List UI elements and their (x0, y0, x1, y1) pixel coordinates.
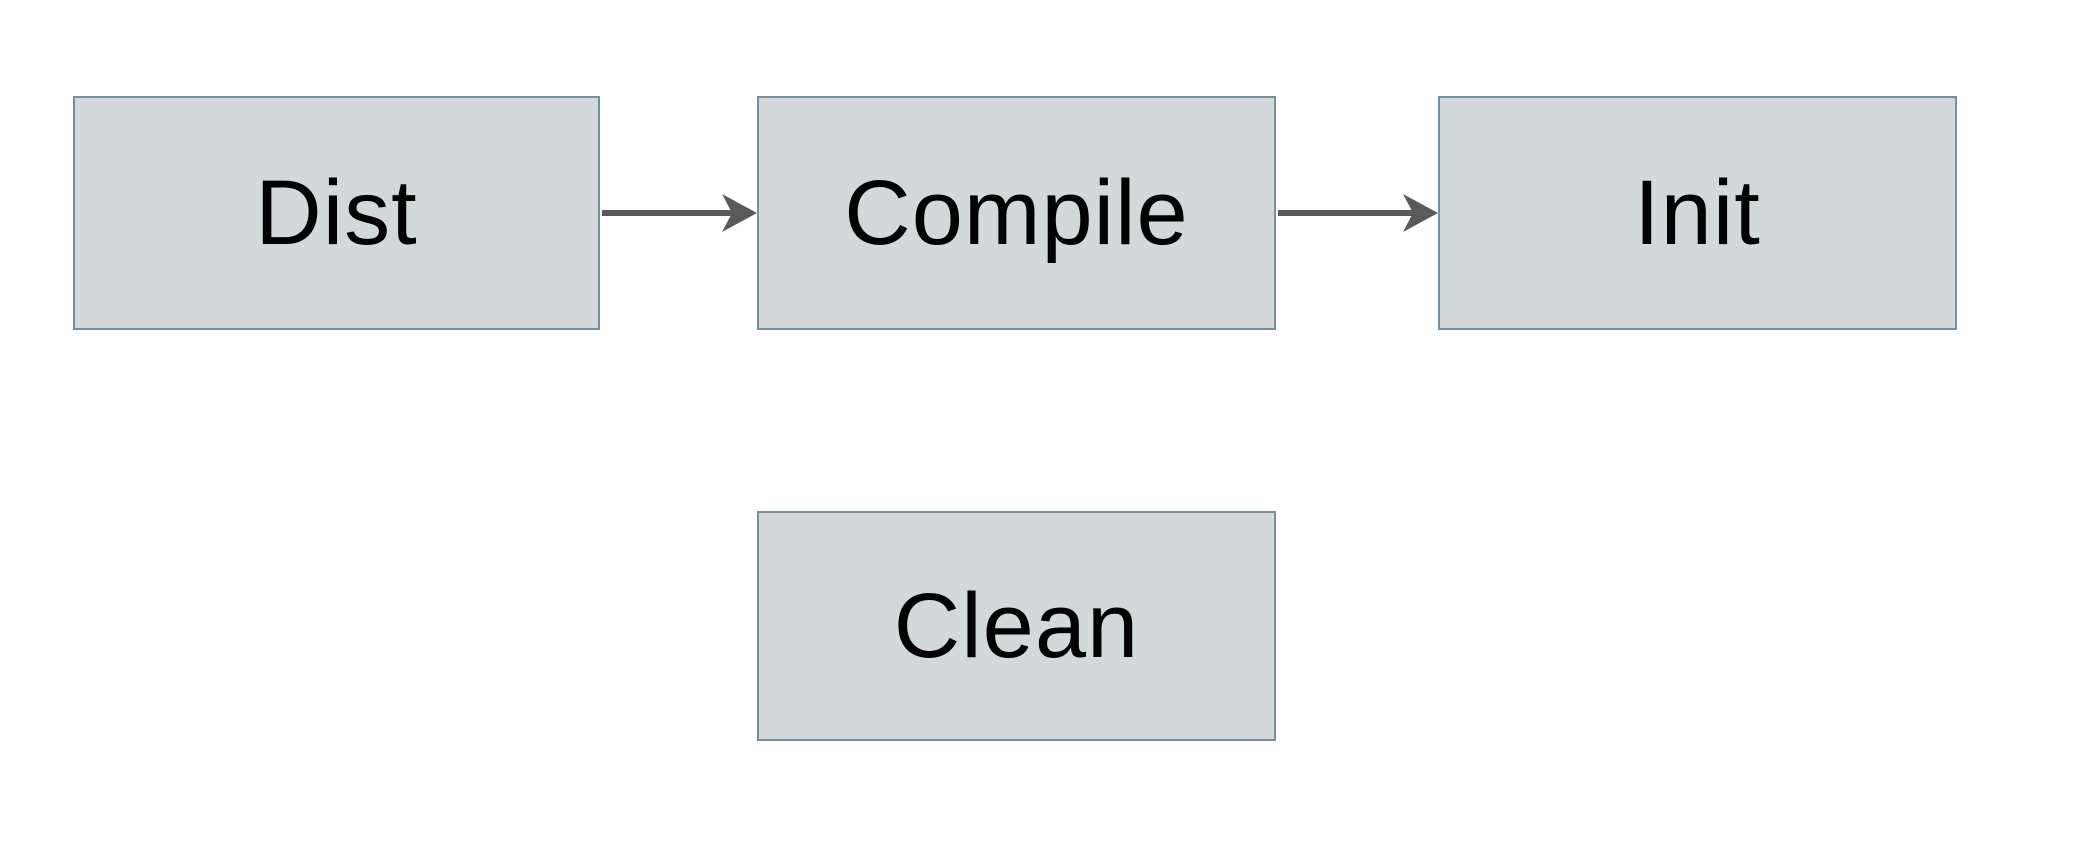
node-init-label: Init (1634, 162, 1761, 264)
arrow-dist-to-compile (602, 194, 757, 232)
node-dist: Dist (73, 96, 600, 330)
node-clean-label: Clean (893, 575, 1140, 677)
node-clean: Clean (757, 511, 1276, 741)
node-compile: Compile (757, 96, 1276, 330)
node-dist-label: Dist (255, 162, 418, 264)
arrow-compile-to-init (1278, 194, 1438, 232)
node-init: Init (1438, 96, 1957, 330)
node-compile-label: Compile (844, 162, 1189, 264)
